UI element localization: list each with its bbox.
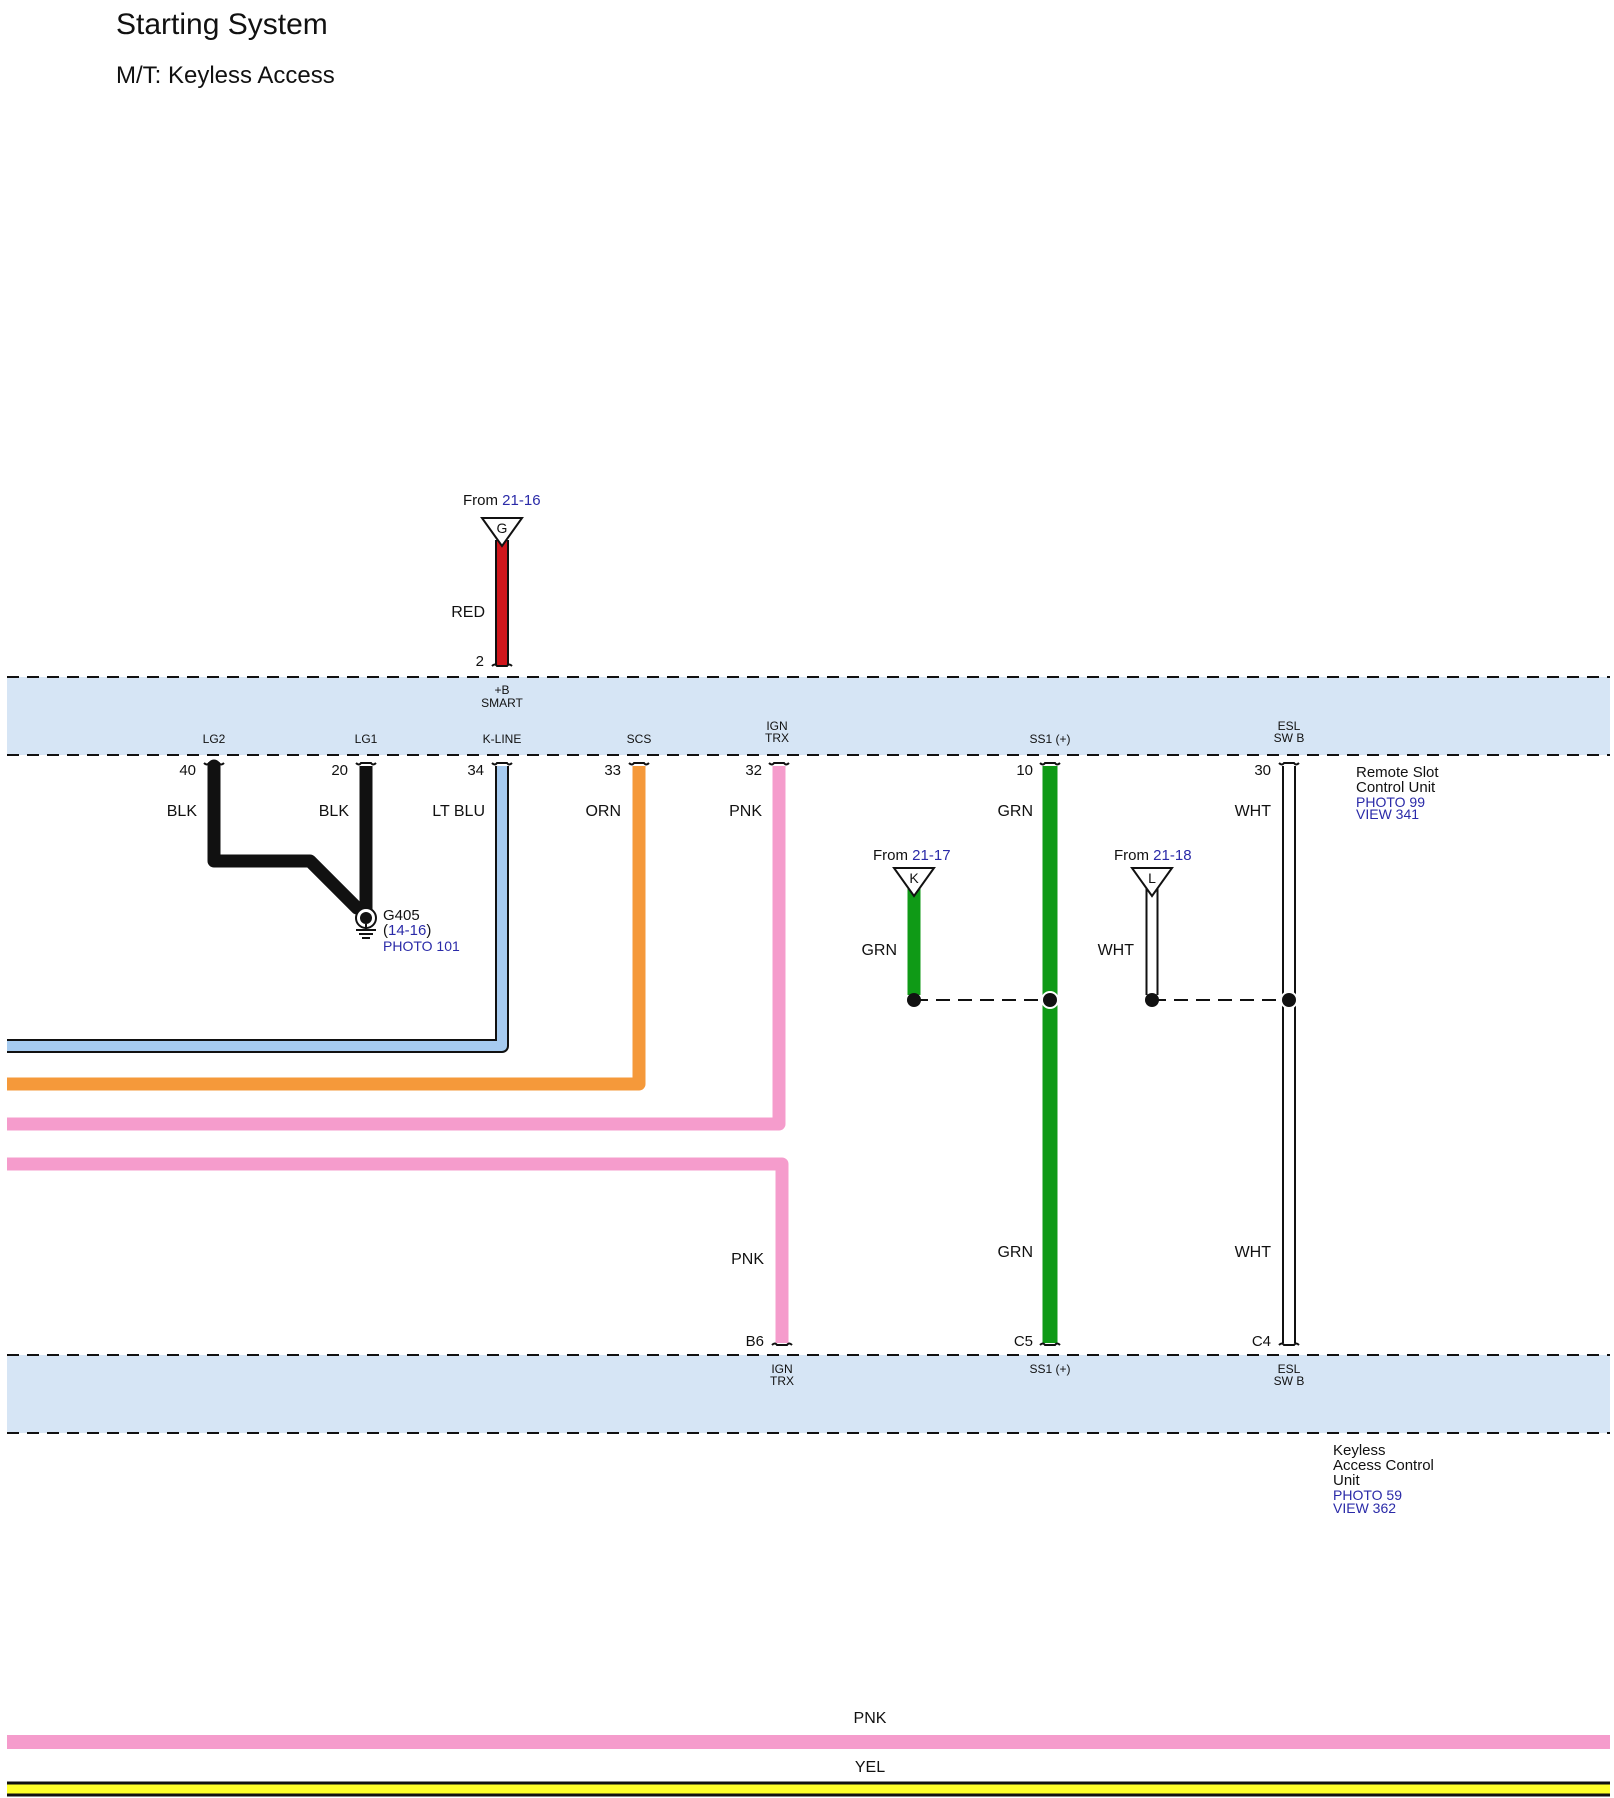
signal-b-smart-2: SMART	[481, 696, 523, 710]
wire-label-k: GRN	[861, 942, 897, 959]
source-triangle-k: K	[892, 867, 936, 898]
pin-number-20: 20	[331, 762, 348, 779]
signal-kline: K-LINE	[483, 732, 522, 746]
keyless-unit-name-2: Access Control	[1333, 1457, 1434, 1474]
source-ref-k[interactable]: 21-17	[912, 847, 950, 864]
source-letter-l: L	[1148, 870, 1156, 886]
pin-number-40: 40	[179, 762, 196, 779]
keyless-unit-photo[interactable]: PHOTO 59	[1333, 1487, 1402, 1503]
splice-dot-l	[1145, 993, 1159, 1007]
page-subtitle: M/T: Keyless Access	[116, 62, 335, 89]
page-title: Starting System	[116, 8, 328, 41]
wire-pnk-ign-upper	[7, 766, 786, 1131]
wire-label-ss1-lower: GRN	[997, 1244, 1033, 1261]
signal-esl-2: SW B	[1274, 731, 1305, 745]
ground-ref-link[interactable]: 14-16	[388, 922, 426, 939]
wire-label-ign: PNK	[729, 803, 762, 820]
ground-icon	[355, 907, 377, 939]
bottom-wire-label-yel: YEL	[855, 1759, 885, 1776]
splice-dot-esl-core	[1282, 993, 1296, 1007]
ku-signal-esl-1: ESL	[1278, 1362, 1301, 1376]
signal-lg1: LG1	[355, 732, 378, 746]
ground-photo[interactable]: PHOTO 101	[383, 938, 460, 954]
source-triangle-l: L	[1130, 867, 1174, 898]
ku-signal-ign-2: TRX	[770, 1374, 794, 1388]
splice-dot-ss1-core	[1043, 993, 1057, 1007]
pin-number-10: 10	[1016, 762, 1033, 779]
wire-label-red: RED	[451, 604, 485, 621]
pin-number-34: 34	[467, 762, 484, 779]
ku-signal-esl-2: SW B	[1274, 1374, 1305, 1388]
signal-lg2: LG2	[203, 732, 226, 746]
remote-unit-photo[interactable]: PHOTO 99	[1356, 794, 1425, 810]
wire-label-scs: ORN	[585, 803, 621, 820]
pin-number-33: 33	[604, 762, 621, 779]
wire-label-l: WHT	[1098, 942, 1135, 959]
pin-number-c4: C4	[1252, 1333, 1271, 1350]
source-label-l: From 21-18	[1114, 847, 1192, 864]
pin-label-2: 2	[476, 653, 484, 670]
keyless-unit-name-1: Keyless	[1333, 1442, 1386, 1459]
signal-ign-2: TRX	[765, 731, 789, 745]
wire-label-lg2: BLK	[167, 803, 198, 820]
ku-signal-ign-1: IGN	[771, 1362, 792, 1376]
source-letter-k: K	[909, 870, 919, 886]
signal-ign-1: IGN	[766, 719, 787, 733]
splice-dot-k	[907, 993, 921, 1007]
wire-label-esl: WHT	[1235, 803, 1272, 820]
source-label-k: From 21-17	[873, 847, 951, 864]
wire-label-esl-lower: WHT	[1235, 1244, 1272, 1261]
keyless-unit-band	[7, 1354, 1610, 1434]
wire-pnk-ign-lower	[7, 1157, 789, 1343]
wire-label-kline: LT BLU	[432, 803, 485, 820]
wire-blk-lg2	[207, 759, 373, 915]
wire-label-ign-lower: PNK	[731, 1251, 764, 1268]
wire-label-lg1: BLK	[319, 803, 350, 820]
signal-scs: SCS	[627, 732, 652, 746]
ku-signal-ss1: SS1 (+)	[1029, 1362, 1070, 1376]
bottom-wire-label-pnk: PNK	[854, 1710, 887, 1727]
keyless-unit-name-3: Unit	[1333, 1472, 1361, 1489]
remote-unit-name-2: Control Unit	[1356, 779, 1436, 796]
ground-ref: (14-16)	[383, 922, 431, 939]
keyless-unit-view[interactable]: VIEW 362	[1333, 1500, 1396, 1516]
source-triangle-g: G	[480, 517, 524, 548]
source-letter-g: G	[497, 520, 508, 536]
wire-ltblu-kline	[7, 766, 509, 1053]
source-label-g: From 21-16	[463, 492, 541, 509]
pin-number-b6: B6	[746, 1333, 764, 1350]
remote-unit-name-1: Remote Slot	[1356, 764, 1439, 781]
signal-b-smart-1: +B	[494, 683, 509, 697]
signal-esl-1: ESL	[1278, 719, 1301, 733]
pin-number-32: 32	[745, 762, 762, 779]
wire-orn-scs	[7, 766, 646, 1091]
pin-number-30: 30	[1254, 762, 1271, 779]
remote-unit-view[interactable]: VIEW 341	[1356, 806, 1419, 822]
remote-slot-unit-band	[7, 676, 1610, 756]
pin-number-c5: C5	[1014, 1333, 1033, 1350]
signal-ss1: SS1 (+)	[1029, 732, 1070, 746]
source-ref-l[interactable]: 21-18	[1153, 847, 1191, 864]
remote-pin-marks	[203, 663, 1300, 1346]
source-ref-g[interactable]: 21-16	[502, 492, 540, 509]
ground-name: G405	[383, 907, 420, 924]
wire-label-ss1: GRN	[997, 803, 1033, 820]
